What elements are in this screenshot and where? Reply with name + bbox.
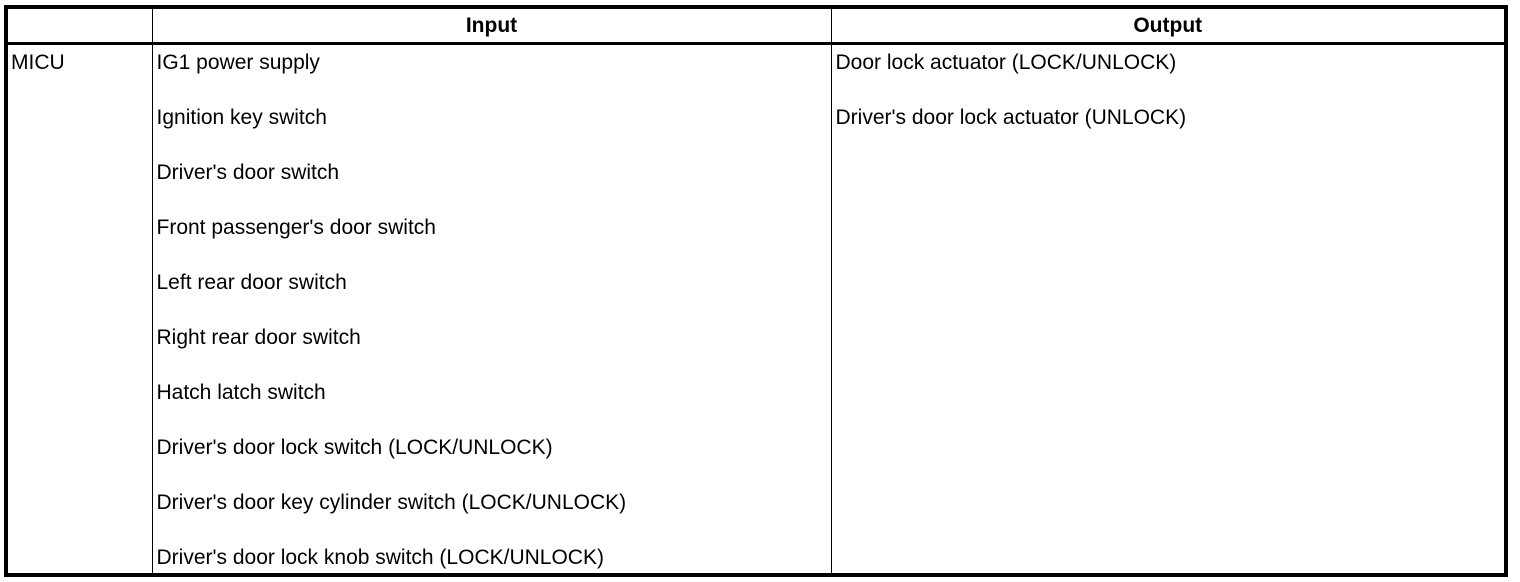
input-item: Right rear door switch: [156, 326, 361, 349]
input-list: IG1 power supply Ignition key switch Dri…: [153, 45, 831, 574]
table-header-row: Input Output: [8, 9, 1504, 45]
output-list: Door lock actuator (LOCK/UNLOCK) Driver'…: [832, 45, 1504, 134]
input-item: Left rear door switch: [156, 271, 347, 294]
input-item: Front passenger's door switch: [156, 216, 436, 239]
input-item: Driver's door switch: [156, 161, 340, 184]
header-unit-cell: [8, 9, 152, 45]
input-item: Driver's door lock knob switch (LOCK/UNL…: [156, 546, 604, 569]
output-item: Driver's door lock actuator (UNLOCK): [835, 106, 1187, 129]
input-item: Driver's door lock switch (LOCK/UNLOCK): [156, 436, 553, 459]
output-cell: Door lock actuator (LOCK/UNLOCK) Driver'…: [830, 43, 1504, 574]
input-item: Ignition key switch: [156, 106, 327, 129]
unit-name: MICU: [11, 51, 65, 74]
input-cell: IG1 power supply Ignition key switch Dri…: [151, 43, 831, 574]
input-item: Hatch latch switch: [156, 381, 326, 404]
table-body-row: MICU IG1 power supply Ignition key switc…: [8, 43, 1504, 575]
io-table-frame: Input Output MICU IG1 power supply Ignit…: [4, 5, 1508, 577]
unit-cell: MICU: [8, 44, 152, 575]
input-item: IG1 power supply: [156, 51, 320, 74]
control-unit-io-table: Input Output MICU IG1 power supply Ignit…: [8, 9, 1504, 574]
input-item: Driver's door key cylinder switch (LOCK/…: [156, 491, 627, 514]
header-output-cell: Output: [830, 9, 1504, 45]
header-input-cell: Input: [151, 9, 831, 45]
output-item: Door lock actuator (LOCK/UNLOCK): [835, 51, 1177, 74]
